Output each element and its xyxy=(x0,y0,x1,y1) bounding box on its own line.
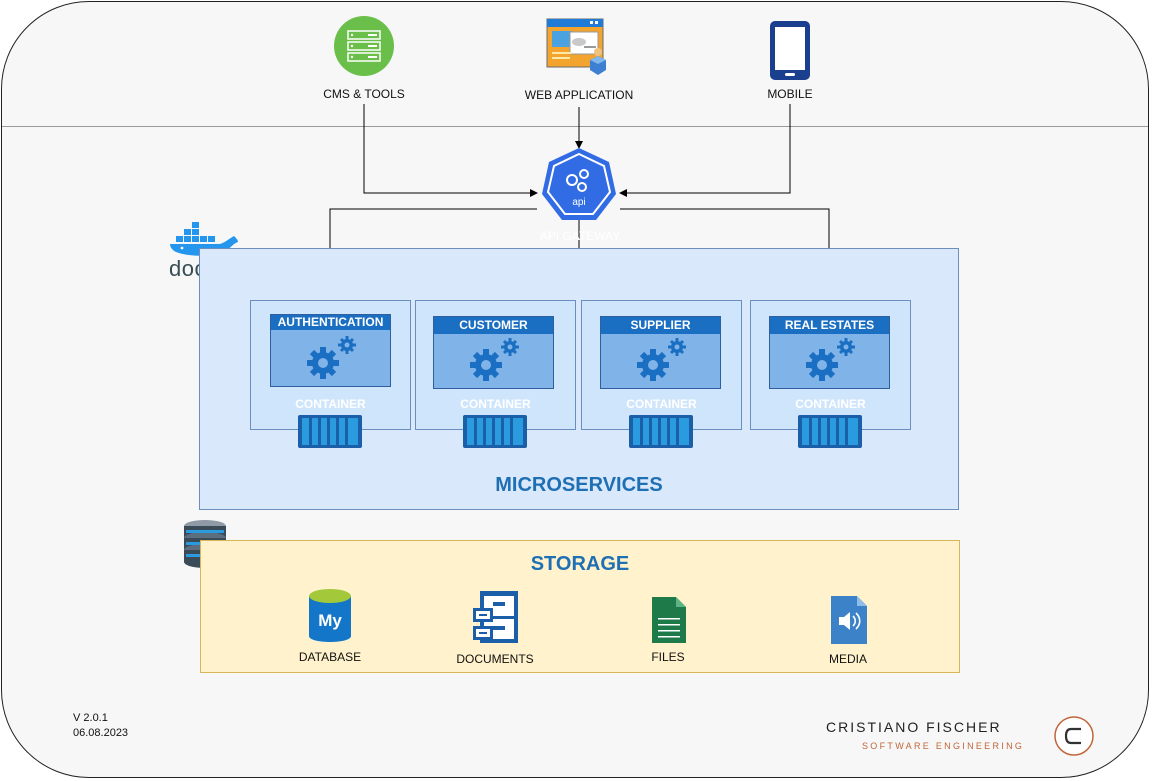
arrow-cms-to-gateway xyxy=(363,104,538,197)
gears-icon xyxy=(307,336,356,379)
brand-logo-icon xyxy=(1054,716,1094,756)
file-cabinet-icon xyxy=(473,591,518,643)
audio-file-icon xyxy=(831,596,867,644)
web-application-label: WEB APPLICATION xyxy=(524,88,634,102)
container-label: CONTAINER xyxy=(295,397,366,411)
database-label: DATABASE xyxy=(298,650,362,664)
media-label: MEDIA xyxy=(828,652,867,666)
api-gateway-label: API GATEWAY xyxy=(539,229,621,243)
server-icon xyxy=(334,16,394,76)
service-real-estates[interactable]: REAL ESTATES xyxy=(769,316,890,389)
microservices-title: MICROSERVICES xyxy=(495,474,663,496)
brand-name: CRISTIANO FISCHER xyxy=(826,719,1002,735)
service-name: AUTHENTICATION xyxy=(271,315,390,330)
document-icon xyxy=(652,597,686,643)
brand-subtitle: SOFTWARE ENGINEERING xyxy=(862,741,1025,751)
container-label: CONTAINER xyxy=(795,397,866,411)
service-name: SUPPLIER xyxy=(601,317,720,334)
mobile-label: MOBILE xyxy=(767,87,813,101)
mobile-phone-icon xyxy=(770,21,810,80)
service-name: CUSTOMER xyxy=(434,317,553,334)
service-name: REAL ESTATES xyxy=(770,317,889,334)
arrow-mobile-to-gateway xyxy=(619,104,791,197)
container-icon xyxy=(798,415,862,448)
api-icon-text: api xyxy=(572,197,585,208)
version-text: V 2.0.1 xyxy=(73,712,108,724)
date-text: 06.08.2023 xyxy=(73,727,129,739)
gears-icon xyxy=(470,338,519,381)
api-gateway-icon[interactable]: api xyxy=(540,146,618,224)
service-authentication[interactable]: AUTHENTICATION xyxy=(270,314,391,387)
gears-icon xyxy=(806,338,855,381)
container-icon xyxy=(298,415,362,448)
svg-text:My: My xyxy=(318,611,342,630)
cms-tools-label: CMS & TOOLS xyxy=(323,87,405,101)
container-icon xyxy=(629,415,693,448)
mysql-icon: My xyxy=(309,589,351,642)
web-application-icon xyxy=(546,18,606,75)
documents-label: DOCUMENTS xyxy=(456,652,534,666)
gears-icon xyxy=(637,338,686,381)
service-supplier[interactable]: SUPPLIER xyxy=(600,316,721,389)
storage-title: STORAGE xyxy=(530,553,630,575)
files-label: FILES xyxy=(651,650,685,664)
service-customer[interactable]: CUSTOMER xyxy=(433,316,554,389)
client-layer-divider xyxy=(2,126,1148,127)
container-label: CONTAINER xyxy=(626,397,697,411)
container-label: CONTAINER xyxy=(460,397,531,411)
container-icon xyxy=(463,415,527,448)
